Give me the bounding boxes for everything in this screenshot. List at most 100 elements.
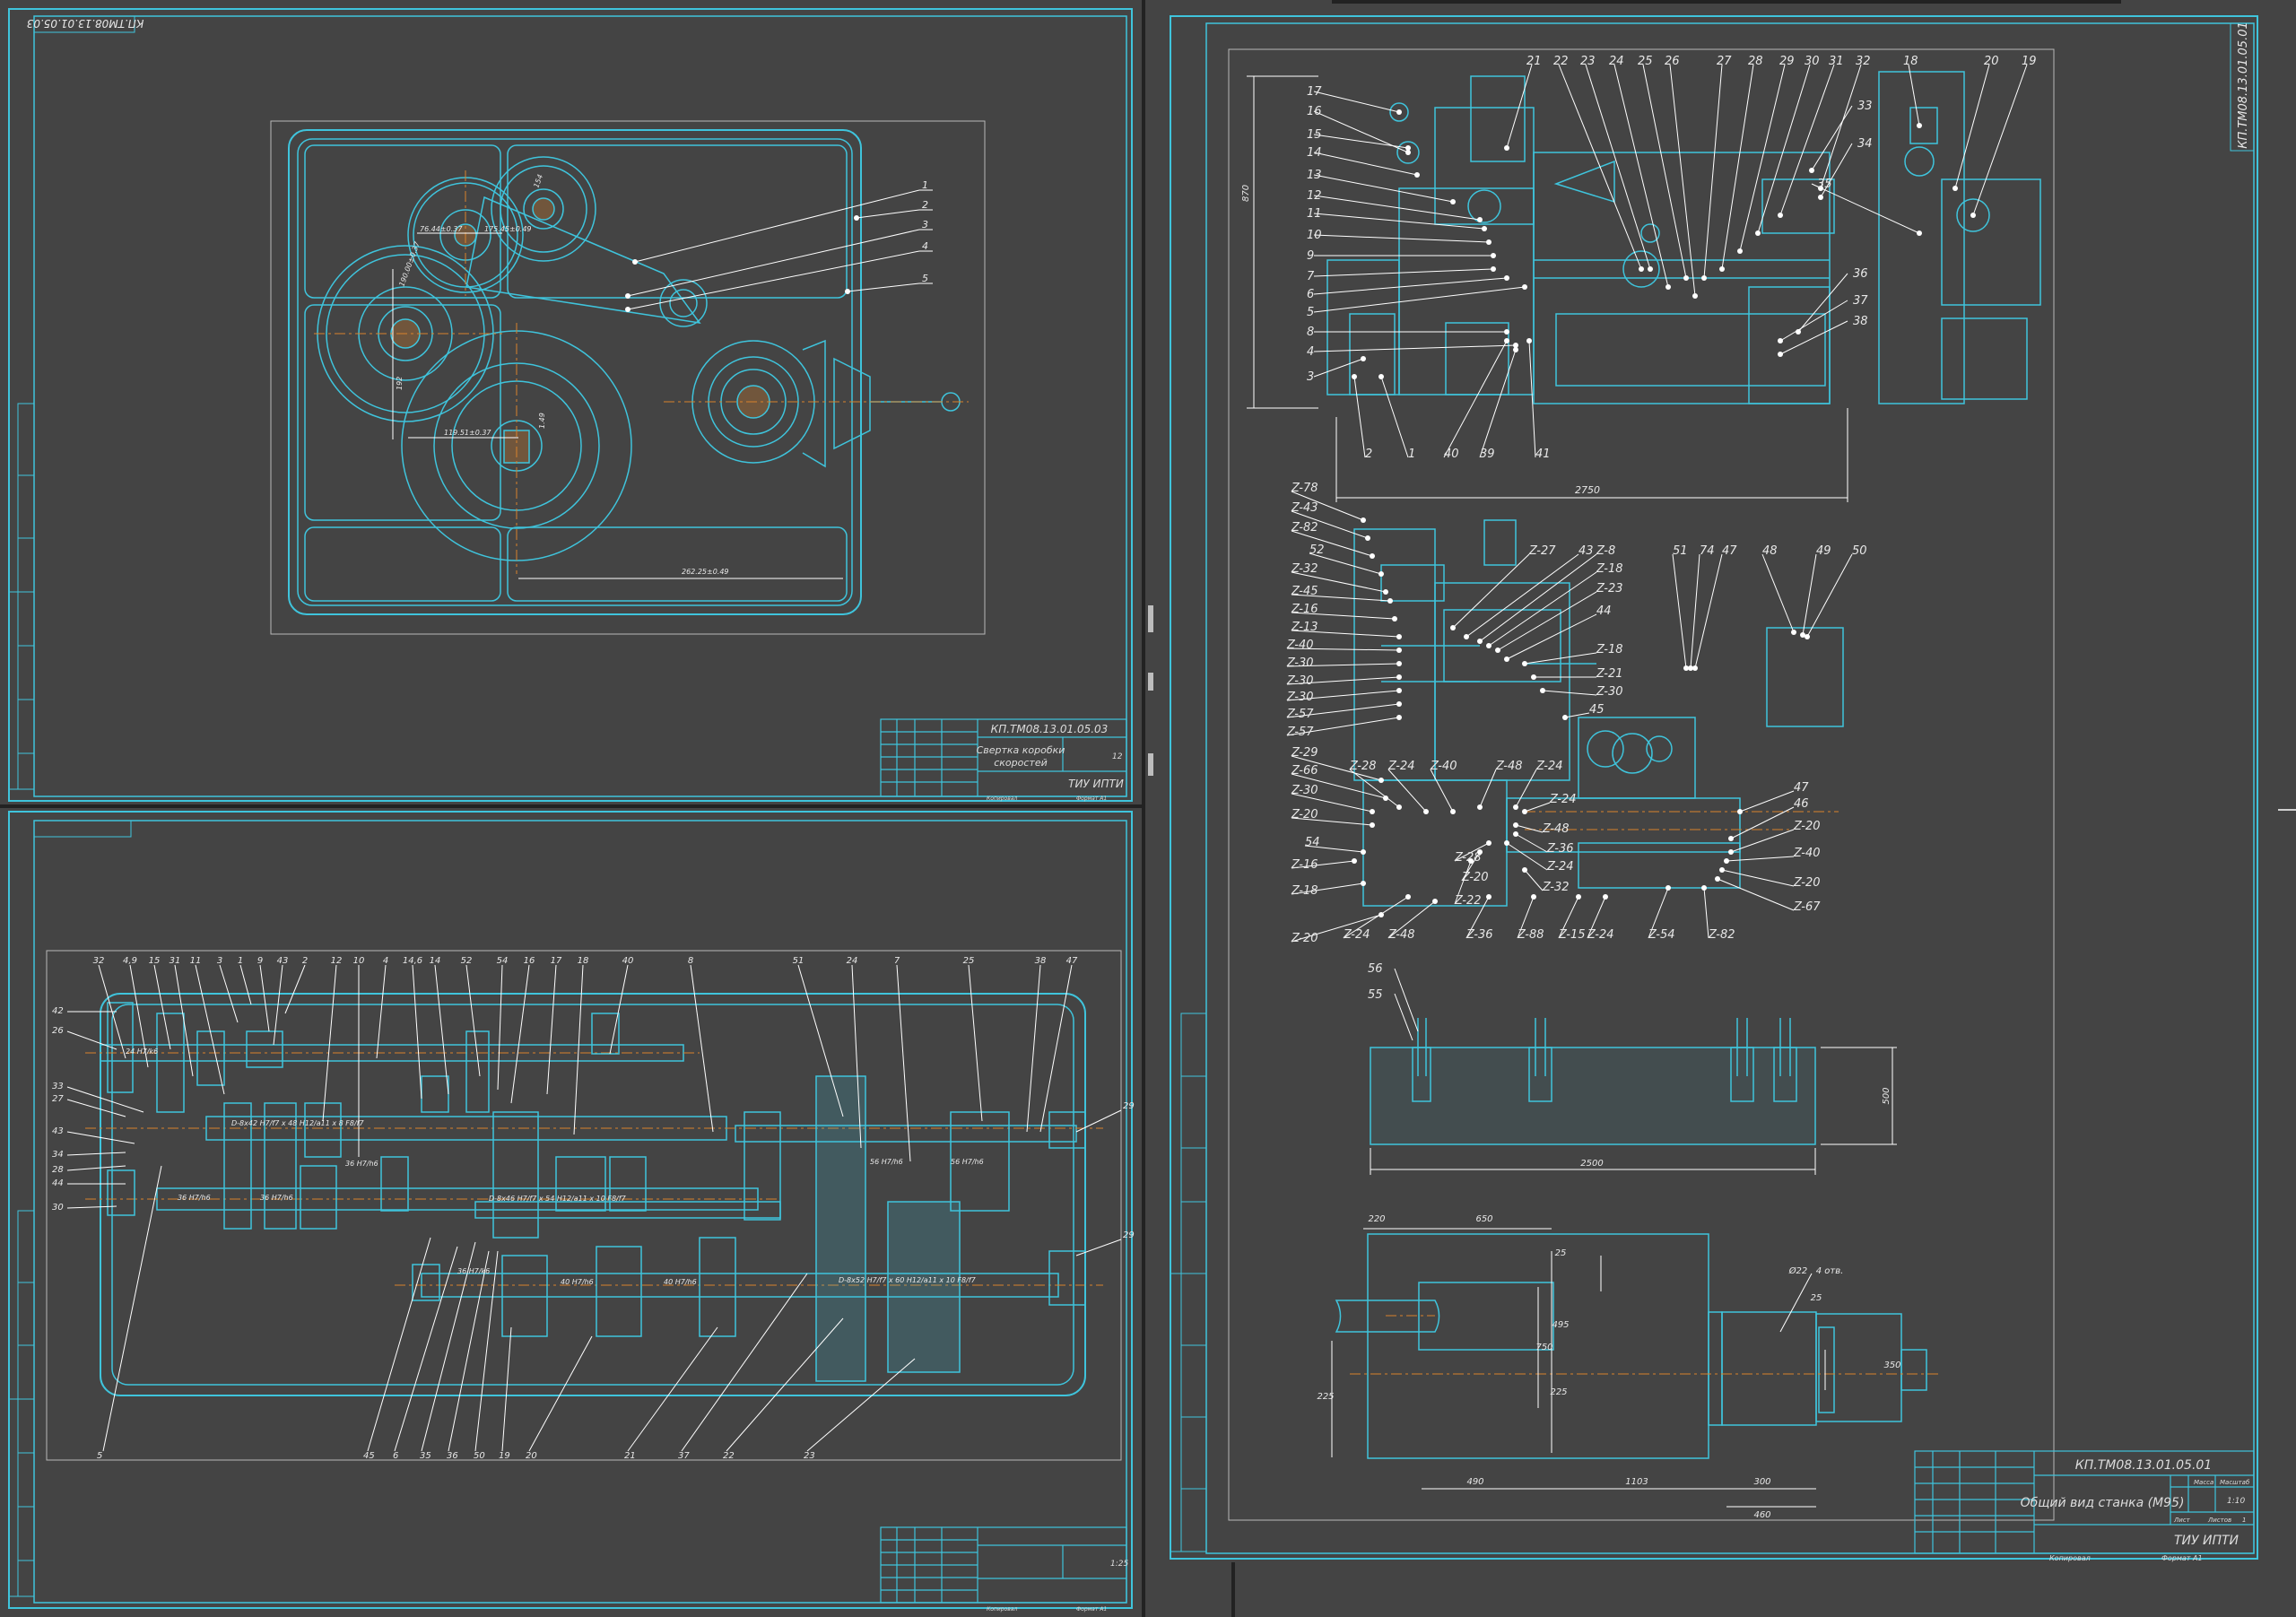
callout-leader bbox=[1642, 64, 1687, 279]
sheet2-title-block[interactable] bbox=[880, 1526, 1127, 1604]
kin-bottom-callout-7: Z-82 bbox=[1708, 928, 1735, 942]
callout-leader bbox=[1779, 300, 1848, 342]
callout-leader bbox=[1558, 64, 1642, 270]
sheet1-margin-stamps bbox=[8, 403, 35, 790]
kinematic-scheme[interactable] bbox=[1353, 519, 1844, 907]
kin-left-callout-13: Z-57 bbox=[1286, 726, 1314, 739]
callout-dot bbox=[1383, 589, 1388, 595]
callout-dot bbox=[1468, 858, 1474, 864]
fit-label-2: 36 H7/h6 bbox=[260, 1194, 293, 1202]
callout-dot bbox=[1361, 849, 1366, 855]
callout-leader bbox=[1908, 64, 1920, 126]
callout-leader bbox=[1515, 833, 1548, 853]
foundation-callout-55: 55 bbox=[1368, 988, 1383, 1002]
gearbox-expanded-section[interactable]: D-8x42 H7/f7 x 48 H12/a11 x 8 F8/f7 D-8x… bbox=[46, 950, 1135, 1461]
side-top-callout-13: 20 bbox=[1984, 55, 1999, 68]
callout-dot bbox=[1540, 688, 1545, 693]
kin-left-callout-7: Z-13 bbox=[1291, 621, 1318, 634]
callout-dot bbox=[1778, 338, 1783, 343]
fold-dim-1: 76.44±0.37 bbox=[420, 225, 463, 233]
callout-dot bbox=[1370, 809, 1375, 814]
callout-dot bbox=[1522, 284, 1527, 290]
callout-dot bbox=[1665, 885, 1671, 891]
sheet1-title-block[interactable] bbox=[880, 718, 1127, 797]
callout-dot bbox=[1396, 674, 1402, 680]
callout-leader bbox=[1479, 553, 1597, 642]
kin-mid-callout-1: 43 bbox=[1578, 544, 1594, 558]
kin-mid-callout-5: 44 bbox=[1596, 604, 1612, 618]
sheet1-sheet-count: 12 bbox=[1112, 752, 1123, 761]
kin-mid-callout-4: Z-23 bbox=[1596, 582, 1623, 596]
callout-leader bbox=[1672, 553, 1687, 669]
callout-dot bbox=[1688, 665, 1693, 671]
kin-row-callout-10: Z-20 bbox=[1461, 871, 1489, 884]
callout-dot bbox=[1504, 840, 1509, 846]
sheet-left-bottom[interactable]: D-8x42 H7/f7 x 48 H12/a11 x 8 F8/f7 D-8x… bbox=[8, 811, 1135, 1613]
gearbox-bottom-callout-4: 36 bbox=[447, 1451, 458, 1461]
sheet3-title-block[interactable] bbox=[1914, 1450, 2255, 1554]
callout-leader bbox=[1291, 817, 1373, 826]
kin-left-callout-0: Z-78 bbox=[1291, 482, 1318, 495]
callout-dot bbox=[1486, 840, 1492, 846]
callout-dot bbox=[1464, 634, 1469, 639]
callout-leader bbox=[1286, 690, 1400, 701]
side-left-callout-2: 15 bbox=[1307, 128, 1322, 142]
callout-leader bbox=[1291, 530, 1373, 557]
sheet3-sheets-n: 1 bbox=[2242, 1517, 2246, 1524]
callout-leader bbox=[1517, 896, 1535, 939]
callout-dot bbox=[1414, 172, 1420, 178]
callout-dot bbox=[1392, 616, 1397, 622]
side-top-callout-8: 29 bbox=[1779, 55, 1795, 68]
kin-bottom-callout-5: Z-24 bbox=[1587, 928, 1614, 942]
kin-bottom-callout-6: Z-54 bbox=[1648, 928, 1675, 942]
sheet3-org: ТИУ ИПТИ bbox=[2174, 1534, 2239, 1548]
callout-leader bbox=[1558, 896, 1579, 939]
sheet-left-top[interactable]: КП.ТМ08.13.01.05.03 bbox=[8, 8, 1133, 802]
gearbox-top-callout-12: 4 bbox=[383, 956, 388, 966]
callout-dot bbox=[1701, 885, 1707, 891]
callout-dot bbox=[1648, 266, 1653, 272]
gearbox-top-callout-3: 31 bbox=[170, 956, 181, 966]
fit-label-7: 56 H7/h6 bbox=[951, 1158, 984, 1166]
side-top-callout-14: 19 bbox=[2022, 55, 2037, 68]
callout-leader bbox=[1387, 769, 1427, 813]
kin-left-callout-11: Z-30 bbox=[1286, 691, 1314, 704]
callout-dot bbox=[1482, 226, 1487, 231]
side-left-callout-12: 8 bbox=[1307, 326, 1314, 339]
foundation-plan[interactable] bbox=[1331, 1228, 1942, 1508]
callout-leader bbox=[1779, 320, 1848, 355]
side-left-callout-0: 17 bbox=[1307, 85, 1322, 99]
callout-leader bbox=[1739, 790, 1795, 813]
gearbox-fold-drawing[interactable]: 76.44±0.37 175.45±0.49 192 119.51±0.37 2… bbox=[270, 120, 986, 635]
callout-dot bbox=[1639, 266, 1644, 272]
callout-dot bbox=[1405, 894, 1411, 900]
kin-top-callout-2: 47 bbox=[1722, 544, 1737, 558]
callout-dot bbox=[1513, 822, 1518, 828]
toolbar-marks[interactable] bbox=[1148, 605, 1153, 776]
callout-dot bbox=[1724, 858, 1729, 864]
callout-leader bbox=[1669, 64, 1696, 297]
gearbox-left-callout-2: 33 bbox=[52, 1082, 64, 1091]
sheet-right[interactable]: КП.ТМ08.13.01.05.01 bbox=[1170, 15, 2258, 1562]
callout-leader bbox=[1291, 594, 1391, 602]
sheet3-format: Формат А1 bbox=[2161, 1554, 2203, 1562]
callout-leader bbox=[1443, 340, 1508, 458]
side-left-callout-3: 14 bbox=[1307, 146, 1322, 160]
sheet3-stamp: КП.ТМ08.13.01.05.01 bbox=[2237, 22, 2250, 149]
callout-dot bbox=[1526, 338, 1532, 343]
gearbox-top-callout-26: 38 bbox=[1035, 956, 1047, 966]
callout-leader bbox=[1454, 842, 1490, 862]
callout-leader bbox=[1291, 630, 1400, 638]
callout-leader bbox=[1761, 553, 1795, 633]
gearbox-top-callout-10: 12 bbox=[331, 956, 343, 966]
gearbox-bottom-callout-7: 20 bbox=[526, 1451, 537, 1461]
callout-leader bbox=[1479, 769, 1497, 808]
callout-dot bbox=[1504, 329, 1509, 335]
callout-dot bbox=[1405, 150, 1411, 155]
side-top-callout-6: 27 bbox=[1717, 55, 1732, 68]
foundation-section[interactable]: 2500 500 56 55 bbox=[1368, 962, 1897, 1175]
machine-side-view[interactable] bbox=[1326, 71, 2041, 404]
kin-row-callout-0: Z-28 bbox=[1349, 760, 1377, 773]
callout-leader bbox=[1479, 349, 1517, 458]
